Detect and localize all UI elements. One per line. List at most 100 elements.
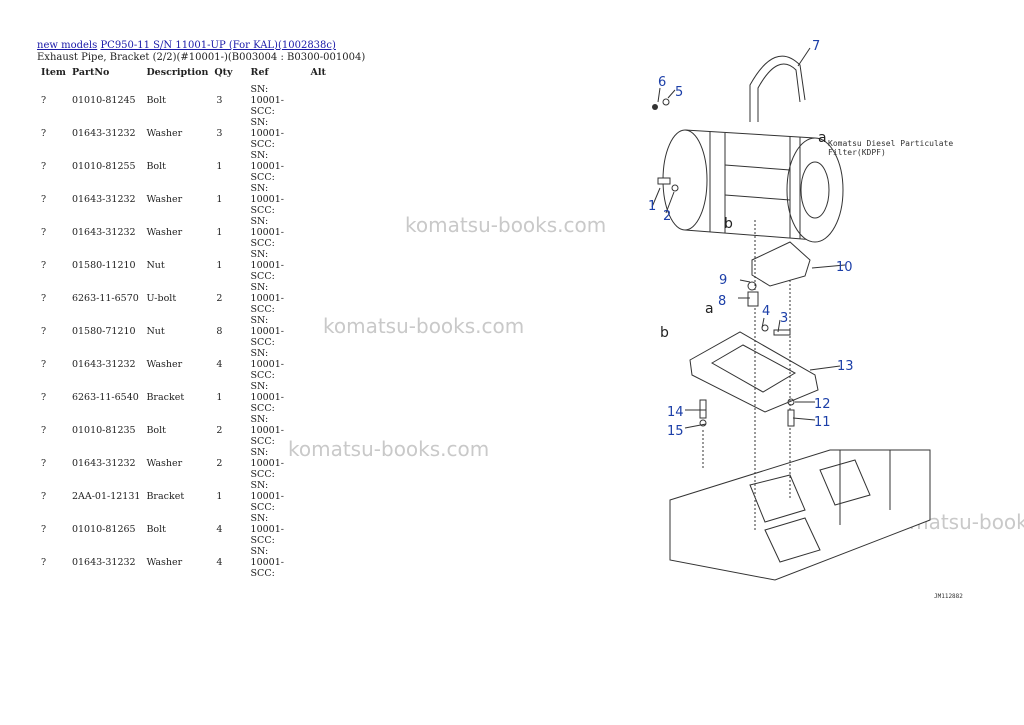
cell-description: U-bolt (146, 293, 177, 304)
cell-item: ? (41, 557, 47, 568)
callout-4[interactable]: 4 (762, 304, 770, 319)
bolt-1-drawing (657, 177, 671, 185)
callout-8[interactable]: 8 (718, 294, 726, 309)
cell-description: Bolt (146, 161, 166, 172)
watermark: komatsu-books.com (323, 314, 525, 338)
cell-ref: SN: 10001-SCC: (250, 414, 284, 447)
cell-qty: 4 (216, 359, 223, 370)
cell-partno: 01643-31232 (71, 194, 136, 205)
frame-drawing (669, 449, 931, 581)
cell-item: ? (41, 491, 47, 502)
cell-partno: 01010-81255 (71, 161, 136, 172)
reference-letter-a-top: a (818, 130, 827, 146)
cell-qty: 4 (216, 524, 223, 535)
col-description-header: Description (146, 67, 209, 78)
callout-10[interactable]: 10 (836, 260, 853, 275)
cell-description: Washer (146, 194, 183, 205)
cell-partno: 01580-71210 (71, 326, 136, 337)
callout-1[interactable]: 1 (648, 199, 656, 214)
breadcrumb: new models PC950-11 S/N 11001-UP (For KA… (37, 40, 336, 51)
cell-ref: SN: 10001-SCC: (250, 249, 284, 282)
bracket-10-drawing (751, 241, 811, 287)
cell-ref: SN: 10001-SCC: (250, 216, 284, 249)
cell-alt (307, 546, 328, 579)
callout-7[interactable]: 7 (812, 39, 820, 54)
watermark: komatsu-books.com (405, 213, 607, 237)
breadcrumb-link-model[interactable]: PC950-11 S/N 11001-UP (For KAL)(1002838c… (100, 40, 336, 51)
callout-15[interactable]: 15 (667, 424, 684, 439)
cell-qty: 3 (216, 95, 223, 106)
cell-alt (307, 447, 328, 480)
cell-partno: 6263-11-6570 (71, 293, 139, 304)
cell-description: Nut (146, 326, 165, 337)
bolt-14-drawing (699, 399, 707, 419)
table-header-row: Item PartNo Description Qty Ref Alt (37, 65, 328, 84)
cell-qty: 1 (216, 194, 223, 205)
cell-ref: SN: 10001-SCC: (250, 546, 284, 579)
page-subtitle: Exhaust Pipe, Bracket (2/2)(#10001-)(B00… (37, 52, 366, 63)
cell-qty: 1 (216, 491, 223, 502)
cell-partno: 01643-31232 (71, 128, 136, 139)
col-qty-header: Qty (214, 67, 233, 78)
cell-alt (307, 315, 328, 348)
bolt-3-drawing (773, 329, 791, 336)
cell-ref: SN: 10001-SCC: (250, 447, 284, 480)
cell-partno: 6263-11-6540 (71, 392, 139, 403)
cell-description: Washer (146, 227, 183, 238)
washer-15-drawing (699, 419, 707, 427)
filter-canister-drawing (662, 129, 844, 243)
callout-2[interactable]: 2 (663, 209, 671, 224)
callout-12[interactable]: 12 (814, 397, 831, 412)
cell-ref: SN: 10001-SCC: (250, 348, 284, 381)
callout-14[interactable]: 14 (667, 405, 684, 420)
cell-qty: 2 (216, 425, 223, 436)
bracket-13-drawing (689, 331, 819, 413)
cell-qty: 1 (216, 227, 223, 238)
callout-11[interactable]: 11 (814, 415, 831, 430)
cell-alt (307, 117, 328, 150)
cell-partno: 01010-81245 (71, 95, 136, 106)
cell-qty: 2 (216, 293, 223, 304)
cell-partno: 01010-81265 (71, 524, 136, 535)
nut-6-drawing (652, 104, 658, 110)
parts-table: Item PartNo Description Qty Ref Alt ? 010… (37, 65, 328, 579)
cell-alt (307, 183, 328, 216)
cell-partno: 01010-81235 (71, 425, 136, 436)
cell-qty: 3 (216, 128, 223, 139)
cell-description: Washer (146, 557, 183, 568)
cell-partno: 01643-31232 (71, 458, 136, 469)
cell-alt (307, 150, 328, 183)
callout-5[interactable]: 5 (675, 85, 683, 100)
cell-qty: 1 (216, 161, 223, 172)
col-item-header: Item (41, 67, 66, 78)
callout-6[interactable]: 6 (658, 75, 666, 90)
cell-ref: SN: 10001-SCC: (250, 150, 284, 183)
cell-ref: SN: 10001-SCC: (250, 117, 284, 150)
washer-5-drawing (662, 98, 670, 106)
cell-partno: 01580-11210 (71, 260, 136, 271)
callout-9[interactable]: 9 (719, 273, 727, 288)
callout-3[interactable]: 3 (780, 311, 788, 326)
cell-item: ? (41, 161, 47, 172)
exploded-parts-diagram: 1 2 3 4 5 6 7 8 9 10 11 12 13 14 15 a b … (648, 39, 963, 600)
callout-13[interactable]: 13 (837, 359, 854, 374)
washer-2-drawing (671, 184, 679, 192)
reference-letter-b-top: b (724, 216, 733, 232)
table-row: ? 01010-81255 Bolt 1 SN: 10001-SCC: (37, 150, 328, 183)
cell-ref: SN: 10001-SCC: (250, 513, 284, 546)
cell-qty: 4 (216, 557, 223, 568)
cell-alt (307, 249, 328, 282)
breadcrumb-link-new-models[interactable]: new models (37, 40, 98, 51)
col-partno-header: PartNo (71, 67, 110, 78)
